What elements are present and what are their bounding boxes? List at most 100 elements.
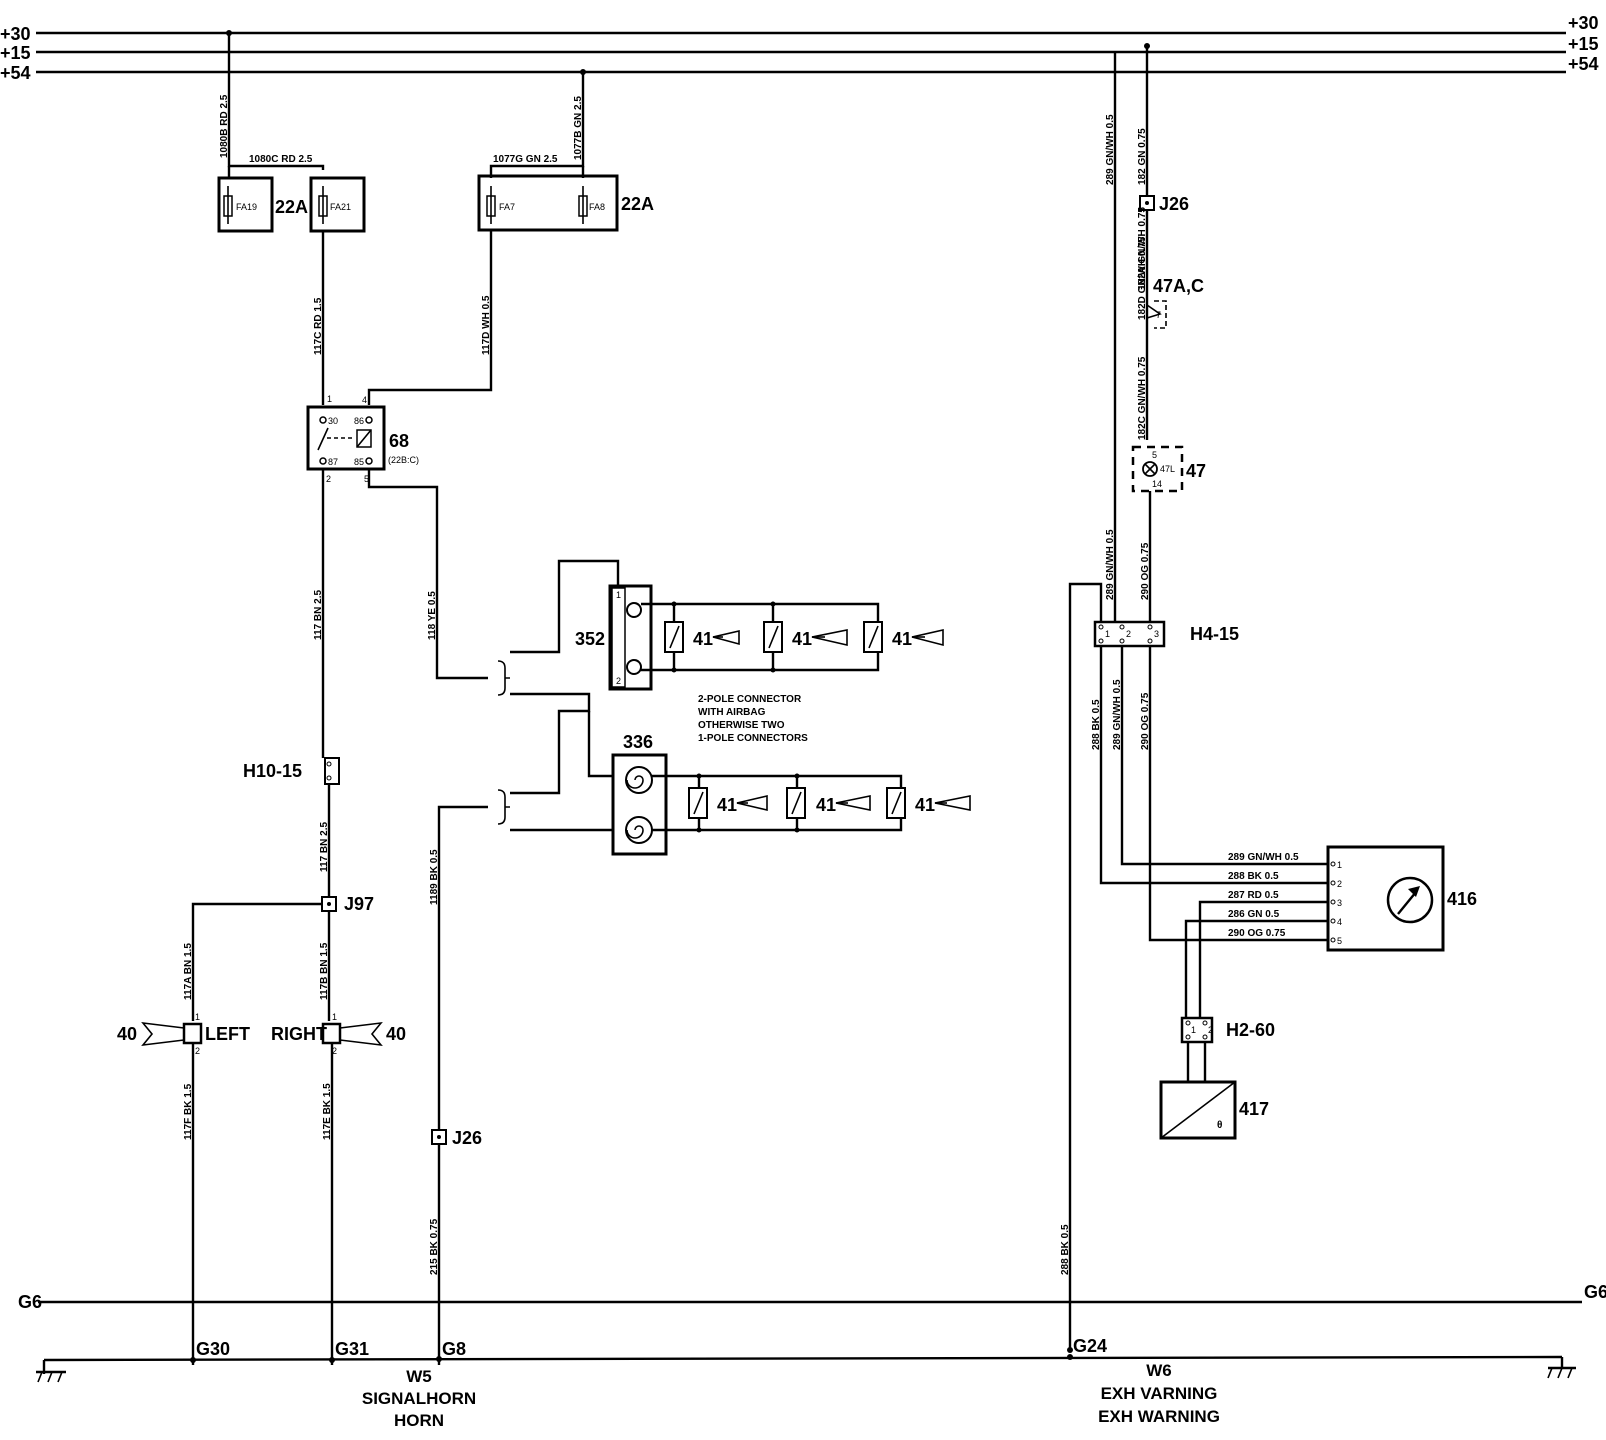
rail-g6-right: G6 xyxy=(1584,1282,1606,1302)
relay-pin-86: 86 xyxy=(354,416,364,426)
svg-text:3: 3 xyxy=(1154,629,1159,639)
wire-117d-label: 117D WH 0.5 xyxy=(481,295,492,355)
gauge-416: 416 xyxy=(1447,889,1477,909)
wire-290-mid-label: 290 OG 0.75 xyxy=(1140,542,1151,600)
rail-30-right: +30 xyxy=(1568,13,1599,33)
connector-note-line2: WITH AIRBAG xyxy=(698,707,766,718)
wire-117bn-b-label: 117 BN 2.5 xyxy=(319,822,330,872)
horn-right: 1 2 RIGHT 40 xyxy=(271,1012,406,1056)
svg-text:1: 1 xyxy=(1191,1025,1196,1035)
horn-buttons-row-2: 41 41 41 xyxy=(652,773,971,833)
wire-118-label: 118 YE 0.5 xyxy=(427,591,438,640)
wire-289-low-label: 289 GN/WH 0.5 xyxy=(1112,679,1123,750)
rail-15-right: +15 xyxy=(1568,34,1599,54)
footer-w6-code: W6 xyxy=(1146,1361,1172,1380)
wire-182-label: 182 GN 0.75 xyxy=(1137,128,1148,185)
horn-button-41-a: 41 xyxy=(693,629,713,649)
ground-g30: G30 xyxy=(196,1339,230,1359)
relay-feed-wires: 117C RD 1.5 117D WH 0.5 xyxy=(313,230,493,405)
switch-336: 336 xyxy=(611,732,668,856)
fuse-fa19-label: FA19 xyxy=(236,202,257,212)
relay-pin-30: 30 xyxy=(328,416,338,426)
lamp-47l: 47L xyxy=(1160,464,1175,474)
wire-288-low-label: 288 BK 0.5 xyxy=(1091,699,1102,750)
lamp-47: 47 xyxy=(1186,461,1206,481)
svg-text:1: 1 xyxy=(332,1012,337,1022)
horn-left-number: 40 xyxy=(117,1024,137,1044)
ground-bus: G6 G6 G30 G31 G8 G24 xyxy=(18,1282,1606,1383)
relay-terminal-1: 1 xyxy=(327,394,332,404)
relay-pin-85: 85 xyxy=(354,457,364,467)
wire-1080c-label: 1080C RD 2.5 xyxy=(249,154,313,165)
fuse-block-left: 1080B RD 2.5 1080C RD 2.5 FA19 FA21 22A xyxy=(217,33,366,233)
svg-text:5: 5 xyxy=(1337,936,1342,946)
svg-text:2: 2 xyxy=(332,1046,337,1056)
svg-text:2: 2 xyxy=(195,1046,200,1056)
horn-button-41-c: 41 xyxy=(892,629,912,649)
horn-left-label: LEFT xyxy=(205,1024,250,1044)
svg-text:2: 2 xyxy=(616,676,621,686)
wire-117a-label: 117A BN 1.5 xyxy=(183,943,194,1000)
rail-54-right: +54 xyxy=(1568,54,1599,74)
wire-416-pin4-label: 286 GN 0.5 xyxy=(1228,909,1280,920)
svg-text:1: 1 xyxy=(1105,629,1110,639)
fuse-fa8-label: FA8 xyxy=(589,202,605,212)
junction-j26-left: J26 215 BK 0.75 xyxy=(429,1128,482,1365)
wire-182a-label: 182A GN/WH 0.75 xyxy=(1137,207,1148,290)
wire-117b-label: 117B BN 1.5 xyxy=(319,942,330,1000)
rail-15-left: +15 xyxy=(0,43,31,63)
fuse-block-right: 1077G GN 2.5 1077B GN 2.5 FA7 FA8 22A xyxy=(477,72,654,232)
connector-h2-60: H2-60 xyxy=(1226,1020,1275,1040)
horn-buttons-row-1: 41 41 41 xyxy=(641,601,944,673)
footer-w6: W6 EXH VARNING EXH WARNING xyxy=(1098,1361,1220,1426)
svg-text:4: 4 xyxy=(1337,917,1342,927)
junction-j26-right: J26 xyxy=(1159,194,1189,214)
connector-47ac: 47A,C xyxy=(1153,276,1204,296)
wire-117e-label: 117E BK 1.5 xyxy=(322,1083,333,1140)
svg-text:1: 1 xyxy=(616,590,621,600)
wire-416-pin5-label: 290 OG 0.75 xyxy=(1228,928,1286,939)
horn-button-41-f: 41 xyxy=(915,795,935,815)
svg-text:1: 1 xyxy=(1337,860,1342,870)
horn-button-41-b: 41 xyxy=(792,629,812,649)
fuse-fa21-label: FA21 xyxy=(330,202,351,212)
relay-ref: (22B:C) xyxy=(388,455,419,465)
wire-416-pin2-label: 288 BK 0.5 xyxy=(1228,871,1279,882)
svg-text:7: 7 xyxy=(1156,310,1161,320)
wire-416-pin1-label: 289 GN/WH 0.5 xyxy=(1228,852,1299,863)
junction-j97: J97 xyxy=(344,894,374,914)
footer-w5: W5 SIGNALHORN HORN xyxy=(362,1367,476,1430)
relay-terminal-4: 4 xyxy=(362,395,367,405)
ground-g8: G8 xyxy=(442,1339,466,1359)
footer-w5-en: HORN xyxy=(394,1411,444,1430)
switch-352: 1 2 352 xyxy=(575,584,653,691)
horn-ground-wires: 117F BK 1.5 117E BK 1.5 xyxy=(183,1043,334,1365)
horn-button-41-e: 41 xyxy=(816,795,836,815)
horn-left: 1 2 40 LEFT xyxy=(117,1012,250,1056)
relay-pin-87: 87 xyxy=(328,457,338,467)
ground-g24: G24 xyxy=(1073,1336,1107,1356)
sensor-417: 417 xyxy=(1239,1099,1269,1119)
ground-g31: G31 xyxy=(335,1339,369,1359)
svg-text:14: 14 xyxy=(1152,479,1162,489)
svg-text:5: 5 xyxy=(1152,450,1157,460)
relay-number: 68 xyxy=(389,431,409,451)
rail-30-left: +30 xyxy=(0,24,31,44)
wire-117f-label: 117F BK 1.5 xyxy=(183,1083,194,1140)
component-352: 352 xyxy=(575,629,605,649)
ground-symbol-right xyxy=(1547,1357,1576,1379)
horn-right-label: RIGHT xyxy=(271,1024,327,1044)
junction-j26-left-label: J26 xyxy=(452,1128,482,1148)
connector-h4-15: H4-15 xyxy=(1190,624,1239,644)
wire-1077b-label: 1077B GN 2.5 xyxy=(573,96,584,160)
fuse-fa7-label: FA7 xyxy=(499,202,515,212)
component-336: 336 xyxy=(623,732,653,752)
wire-288-g24-label: 288 BK 0.5 xyxy=(1060,1224,1071,1275)
rail-g6-left: G6 xyxy=(18,1292,42,1312)
svg-text:2: 2 xyxy=(1208,1025,1213,1035)
wire-117bn-a-label: 117 BN 2.5 xyxy=(313,590,324,640)
svg-text:3: 3 xyxy=(1337,898,1342,908)
wire-182d-label: 182D GN/WH 0.75 xyxy=(1137,236,1148,320)
connector-note-line4: 1-POLE CONNECTORS xyxy=(698,733,808,744)
